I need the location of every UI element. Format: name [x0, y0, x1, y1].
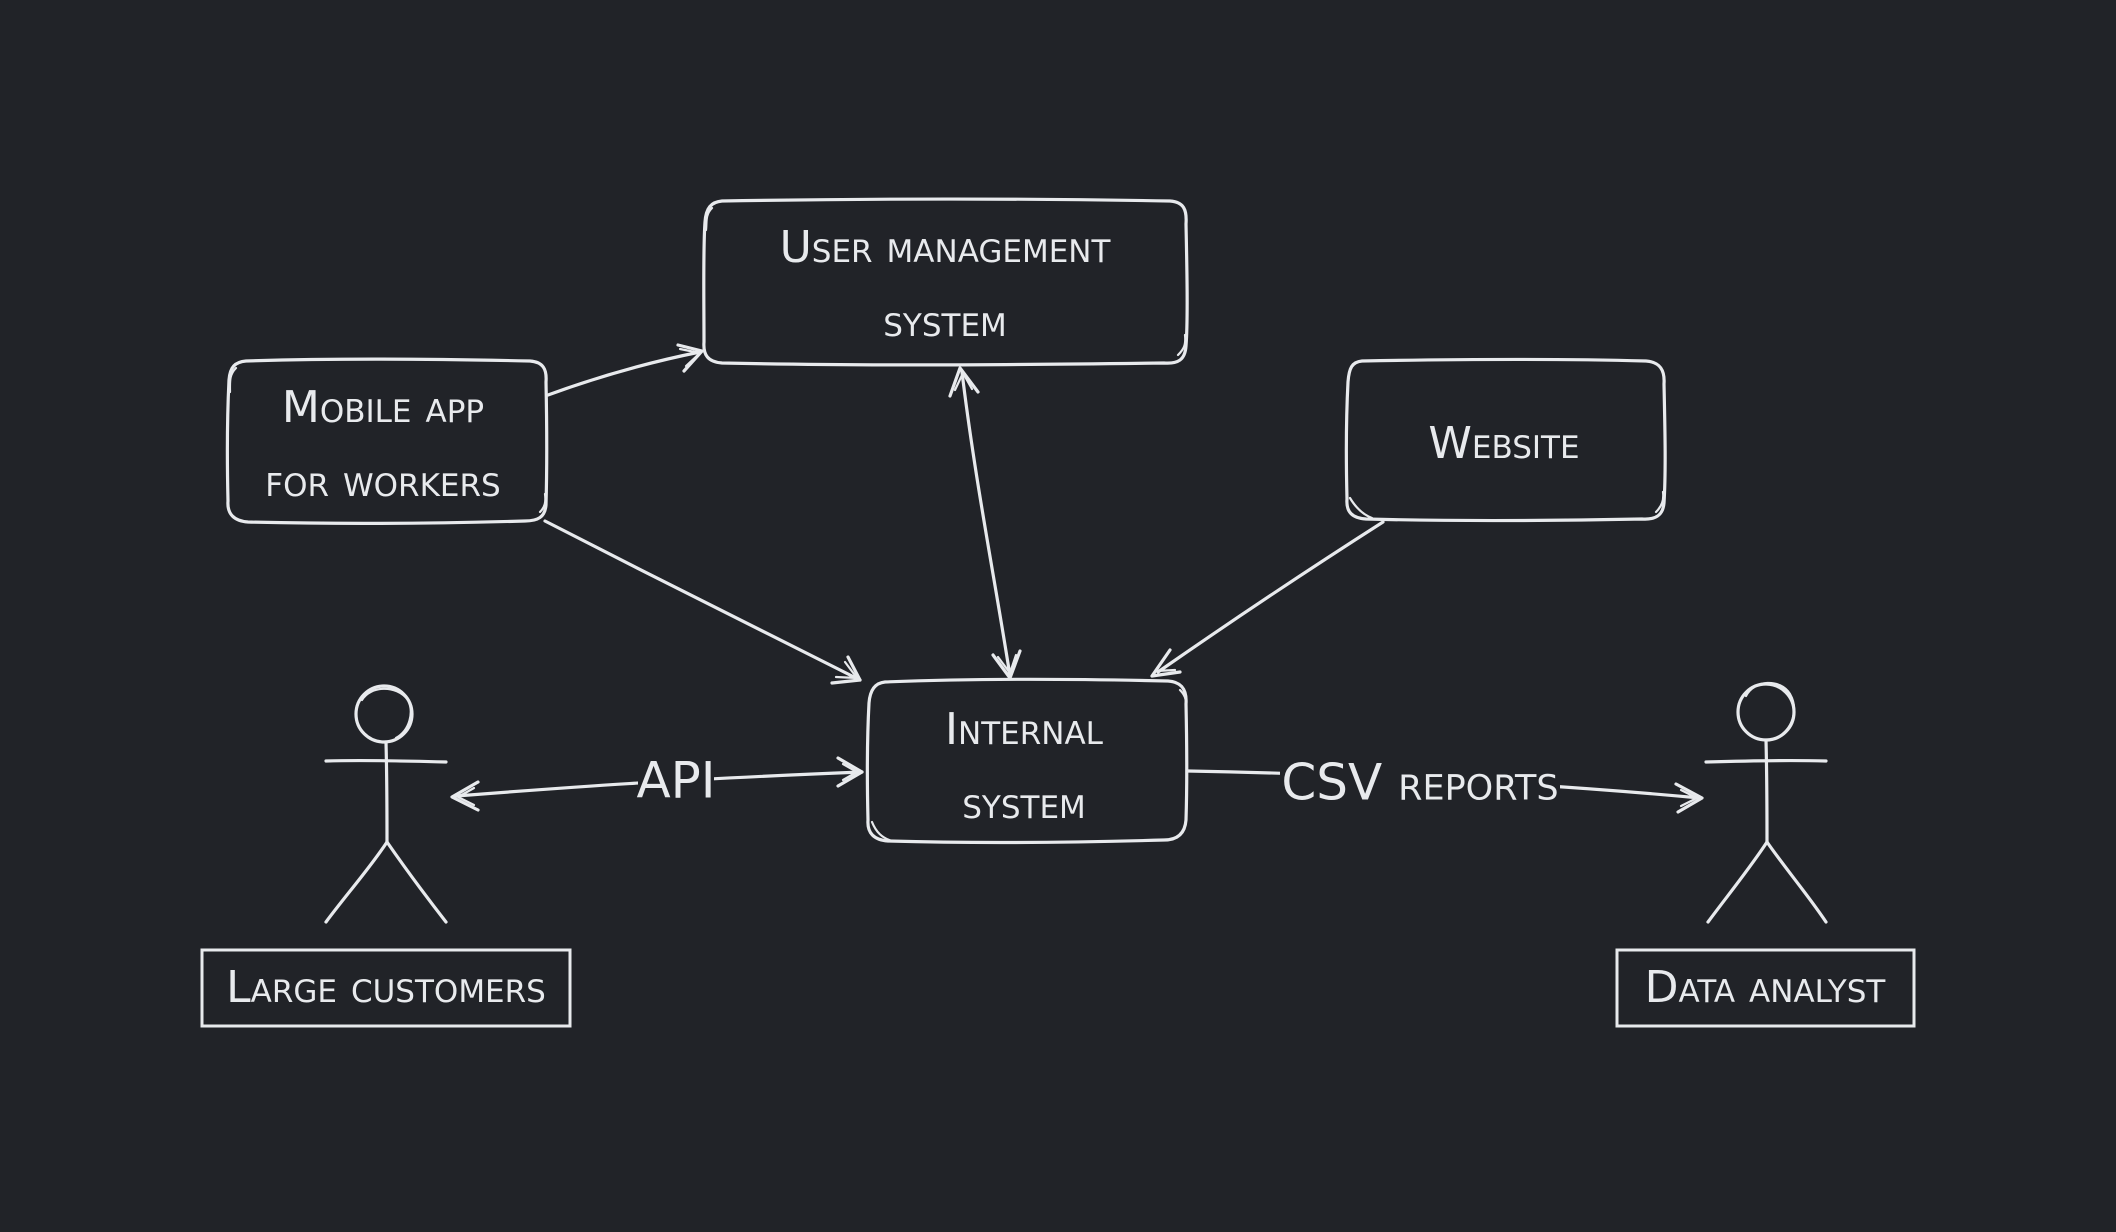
edge-mobile-to-user-management	[546, 343, 704, 397]
actor-label: Large customers	[226, 962, 546, 1013]
edge-label-bg	[1280, 752, 1560, 812]
node-label: User management	[780, 222, 1112, 273]
node-label: system	[883, 296, 1007, 347]
node-label: Internal	[945, 704, 1104, 755]
actor-large-customers[interactable]: Large customers	[200, 684, 572, 1028]
actor-label: Data analyst	[1645, 962, 1887, 1013]
edge-website-to-internal	[1150, 520, 1385, 678]
actor-data-analyst[interactable]: Data analyst	[1615, 681, 1916, 1028]
node-label: Mobile app	[282, 382, 484, 433]
stick-figure-icon	[1704, 681, 1828, 924]
node-label: Website	[1428, 418, 1579, 469]
edge-csv-reports: CSV reports	[1186, 752, 1704, 814]
edge-label-api: API	[636, 752, 715, 810]
node-label: system	[962, 778, 1086, 829]
node-label: for workers	[265, 456, 500, 507]
edge-api: API	[450, 752, 864, 812]
node-mobile-app[interactable]: Mobile app for workers	[225, 357, 549, 525]
node-website[interactable]: Website	[1344, 357, 1667, 523]
node-user-management-system[interactable]: User management system	[702, 197, 1189, 367]
edge-mobile-to-internal	[543, 519, 862, 685]
edge-label-bg	[638, 752, 714, 808]
stick-figure-icon	[324, 684, 448, 924]
edge-label-csv: CSV reports	[1281, 754, 1558, 812]
edge-user-management-to-internal	[948, 366, 1022, 680]
node-internal-system[interactable]: Internal system	[865, 677, 1189, 844]
